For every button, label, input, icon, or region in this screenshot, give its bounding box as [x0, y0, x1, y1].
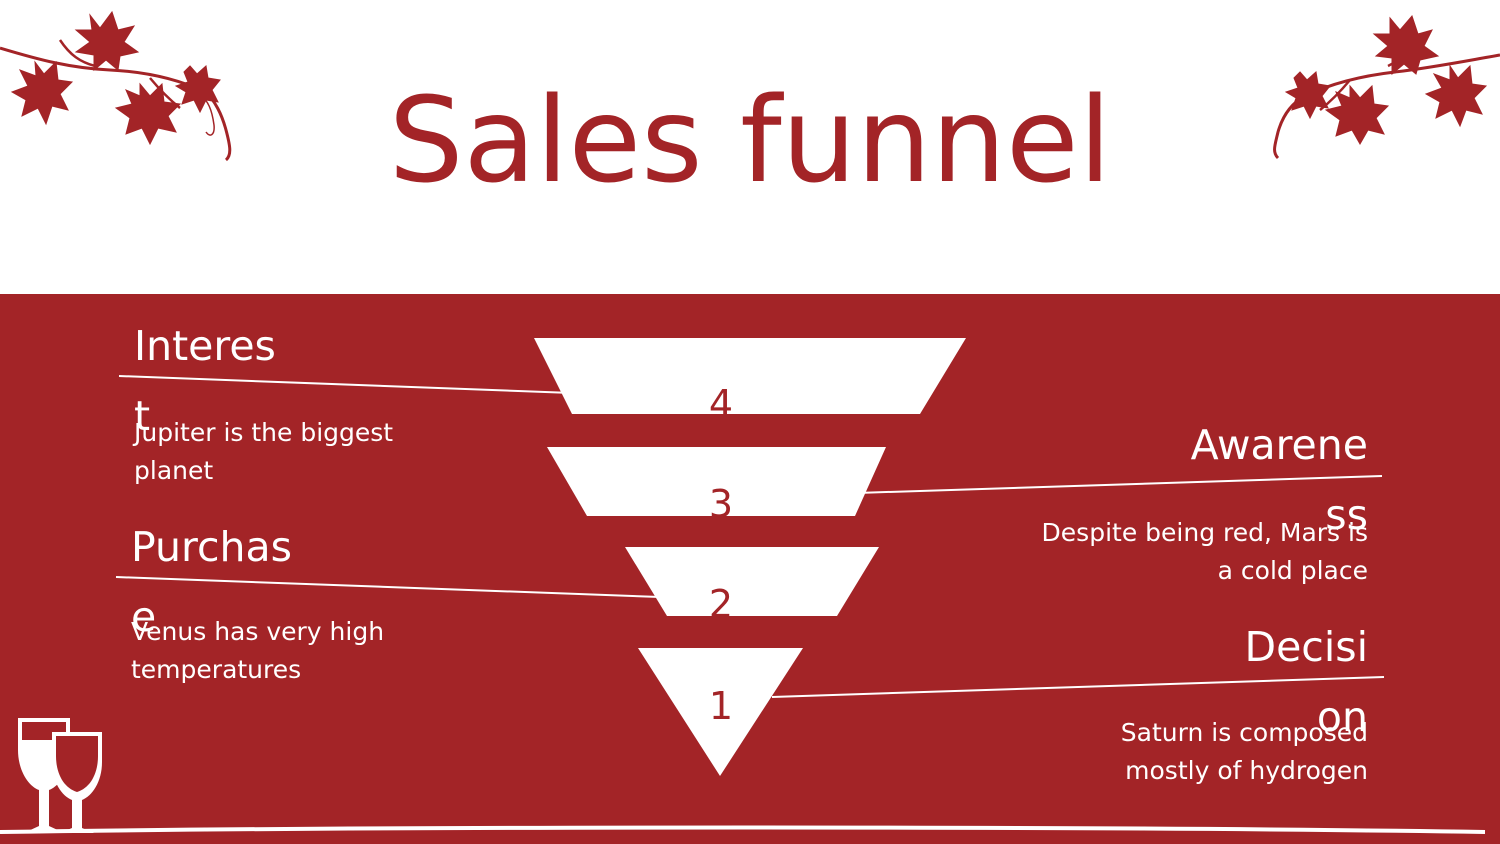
grape-vine-icon [0, 10, 232, 162]
connector-line-interest [118, 375, 573, 394]
stage-title-interest: Interest [134, 322, 276, 440]
funnel-level-2-number: 2 [708, 582, 734, 626]
funnel-level-1-number: 1 [708, 684, 734, 728]
funnel-level-4-number: 4 [708, 382, 734, 426]
funnel-level-4 [534, 338, 966, 414]
connector-line-purchase [115, 576, 661, 598]
slide-title: Sales funnel [388, 71, 1112, 209]
funnel-level-3 [547, 447, 886, 516]
funnel-level-3-number: 3 [708, 482, 734, 526]
grape-vine-icon [1273, 15, 1500, 160]
connector-line-decision [771, 676, 1385, 698]
floor-line [0, 825, 1486, 834]
stage-desc-awareness: Despite being red, Mars is a cold place [1041, 518, 1368, 585]
stage-desc-interest: Jupiter is the biggest planet [134, 418, 394, 485]
stage-desc-decision: Saturn is composed mostly of hydrogen [1120, 718, 1368, 785]
stage-title-purchase: Purchase [131, 523, 292, 641]
stage-desc-purchase: Venus has very high temperatures [131, 617, 385, 684]
stage-title-decision: Decision [1244, 623, 1368, 741]
funnel-level-2 [625, 547, 879, 616]
stage-title-awareness: Awareness [1190, 421, 1368, 539]
connector-line-awareness [856, 475, 1383, 494]
wine-glasses-icon [18, 718, 102, 833]
funnel-level-1 [638, 648, 803, 776]
